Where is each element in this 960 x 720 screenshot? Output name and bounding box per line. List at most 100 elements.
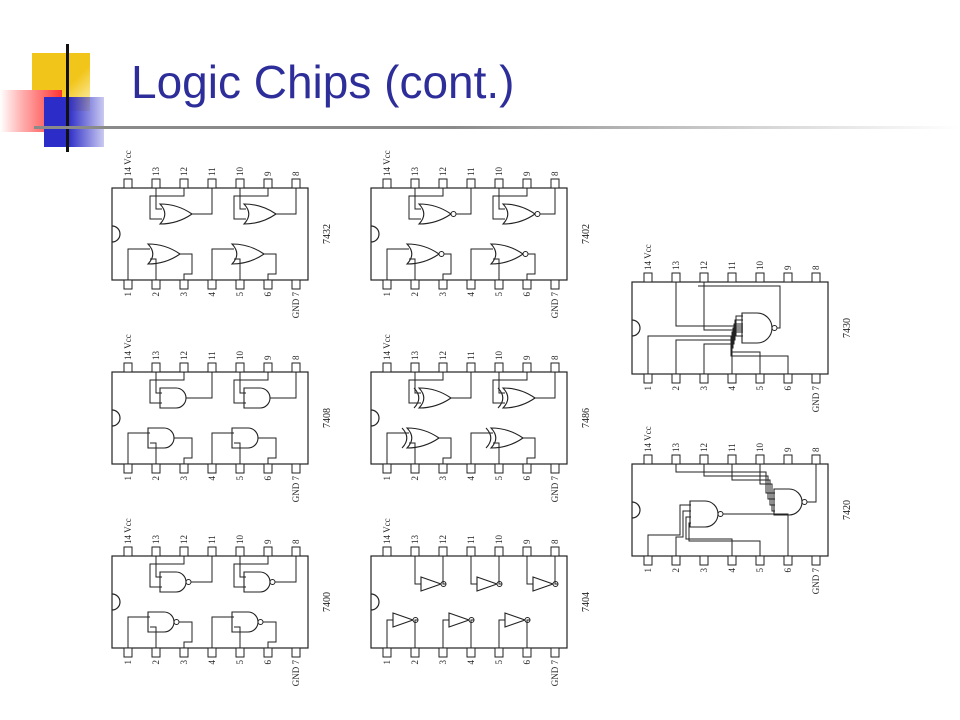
pin-top	[466, 362, 476, 373]
gate-and	[231, 427, 259, 449]
pin-label-bottom: 6	[522, 660, 532, 665]
pin-bottom	[643, 373, 653, 384]
pin-label-gnd: GND 7	[550, 292, 560, 319]
pin-bottom	[783, 373, 793, 384]
inverter-bubble	[801, 499, 808, 505]
pin-bottom	[179, 463, 189, 474]
pin-bottom	[207, 647, 217, 658]
pin-top	[123, 546, 133, 557]
pin-label-top: 11	[466, 351, 476, 360]
pin-label-gnd: GND 7	[550, 660, 560, 687]
chip-label: 7404	[581, 592, 592, 612]
pin-label-top: 13	[151, 167, 161, 177]
pin-label-vcc: 14 Vcc	[382, 150, 392, 176]
pin-label-top: 13	[410, 535, 420, 545]
pin-label-top: 12	[179, 167, 189, 176]
pin-label-top: 11	[466, 167, 476, 176]
pin-bottom	[263, 647, 273, 658]
pin-top	[522, 178, 532, 189]
pin-label-top: 13	[410, 351, 420, 361]
pin-bottom	[410, 647, 420, 658]
pin-label-top: 10	[494, 351, 504, 361]
pin-label-top: 10	[235, 535, 245, 545]
pin-top	[438, 546, 448, 557]
pin-label-bottom: 2	[671, 568, 681, 573]
pin-bottom	[291, 279, 301, 290]
pin-label-top: 13	[151, 535, 161, 545]
pin-bottom	[123, 463, 133, 474]
pin-bottom	[550, 463, 560, 474]
pin-label-bottom: 3	[438, 660, 448, 665]
pin-bottom	[755, 373, 765, 384]
pin-bottom	[522, 279, 532, 290]
pin-bottom	[151, 279, 161, 290]
pin-label-top: 10	[755, 261, 765, 271]
pin-label-top: 12	[438, 535, 448, 544]
pin-label-top: 11	[207, 351, 217, 360]
pin-label-top: 9	[263, 171, 273, 176]
inverter-bubble	[269, 579, 276, 585]
pin-top	[179, 178, 189, 189]
pin-top	[410, 178, 420, 189]
gate-nand	[159, 571, 187, 593]
pin-top	[235, 178, 245, 189]
pin-bottom	[494, 279, 504, 290]
pin-label-top: 9	[263, 539, 273, 544]
pin-label-top: 8	[811, 447, 821, 452]
pin-label-vcc: 14 Vcc	[123, 518, 133, 544]
inverter-bubble	[450, 211, 457, 217]
pin-label-gnd: GND 7	[291, 476, 301, 503]
pin-label-bottom: 2	[410, 660, 420, 665]
pin-label-bottom: 4	[207, 660, 217, 665]
pin-label-top: 10	[235, 167, 245, 177]
pin-label-top: 12	[699, 443, 709, 452]
gate-xor-arc	[401, 427, 408, 449]
gate-nand4	[689, 500, 719, 528]
gate-nor	[489, 243, 524, 265]
pin-top	[438, 178, 448, 189]
pin-label-bottom: 5	[235, 292, 245, 297]
chip-notch	[631, 319, 641, 337]
pin-label-top: 11	[207, 167, 217, 176]
pin-top	[550, 546, 560, 557]
chip-label: 7400	[322, 592, 333, 612]
gate-or	[242, 203, 277, 225]
pin-bottom	[382, 647, 392, 658]
pin-label-top: 8	[811, 265, 821, 270]
pin-label-bottom: 5	[235, 660, 245, 665]
pin-bottom	[699, 373, 709, 384]
pin-top	[727, 454, 737, 465]
pin-label-top: 13	[151, 351, 161, 361]
chip-notch	[111, 225, 121, 243]
pin-label-bottom: 1	[382, 292, 392, 297]
pin-top	[783, 272, 793, 283]
pin-label-top: 11	[207, 535, 217, 544]
pin-top	[179, 362, 189, 373]
chip-body	[111, 187, 309, 281]
pin-bottom	[179, 279, 189, 290]
pin-top	[466, 178, 476, 189]
pin-label-bottom: 3	[179, 292, 189, 297]
pin-top	[291, 546, 301, 557]
pin-label-top: 8	[550, 539, 560, 544]
pin-label-gnd: GND 7	[550, 476, 560, 503]
chip-body	[370, 555, 568, 649]
pin-bottom	[382, 463, 392, 474]
pin-bottom	[123, 647, 133, 658]
pin-top	[671, 454, 681, 465]
pin-label-bottom: 1	[382, 660, 392, 665]
pin-bottom	[207, 279, 217, 290]
decor-vertical-line	[66, 44, 69, 152]
pin-top	[410, 362, 420, 373]
pin-top	[522, 362, 532, 373]
pin-top	[179, 546, 189, 557]
pin-label-bottom: 2	[151, 292, 161, 297]
pin-label-top: 11	[727, 443, 737, 452]
pin-top	[263, 178, 273, 189]
pin-top	[291, 362, 301, 373]
pin-bottom	[291, 647, 301, 658]
pin-top	[494, 546, 504, 557]
